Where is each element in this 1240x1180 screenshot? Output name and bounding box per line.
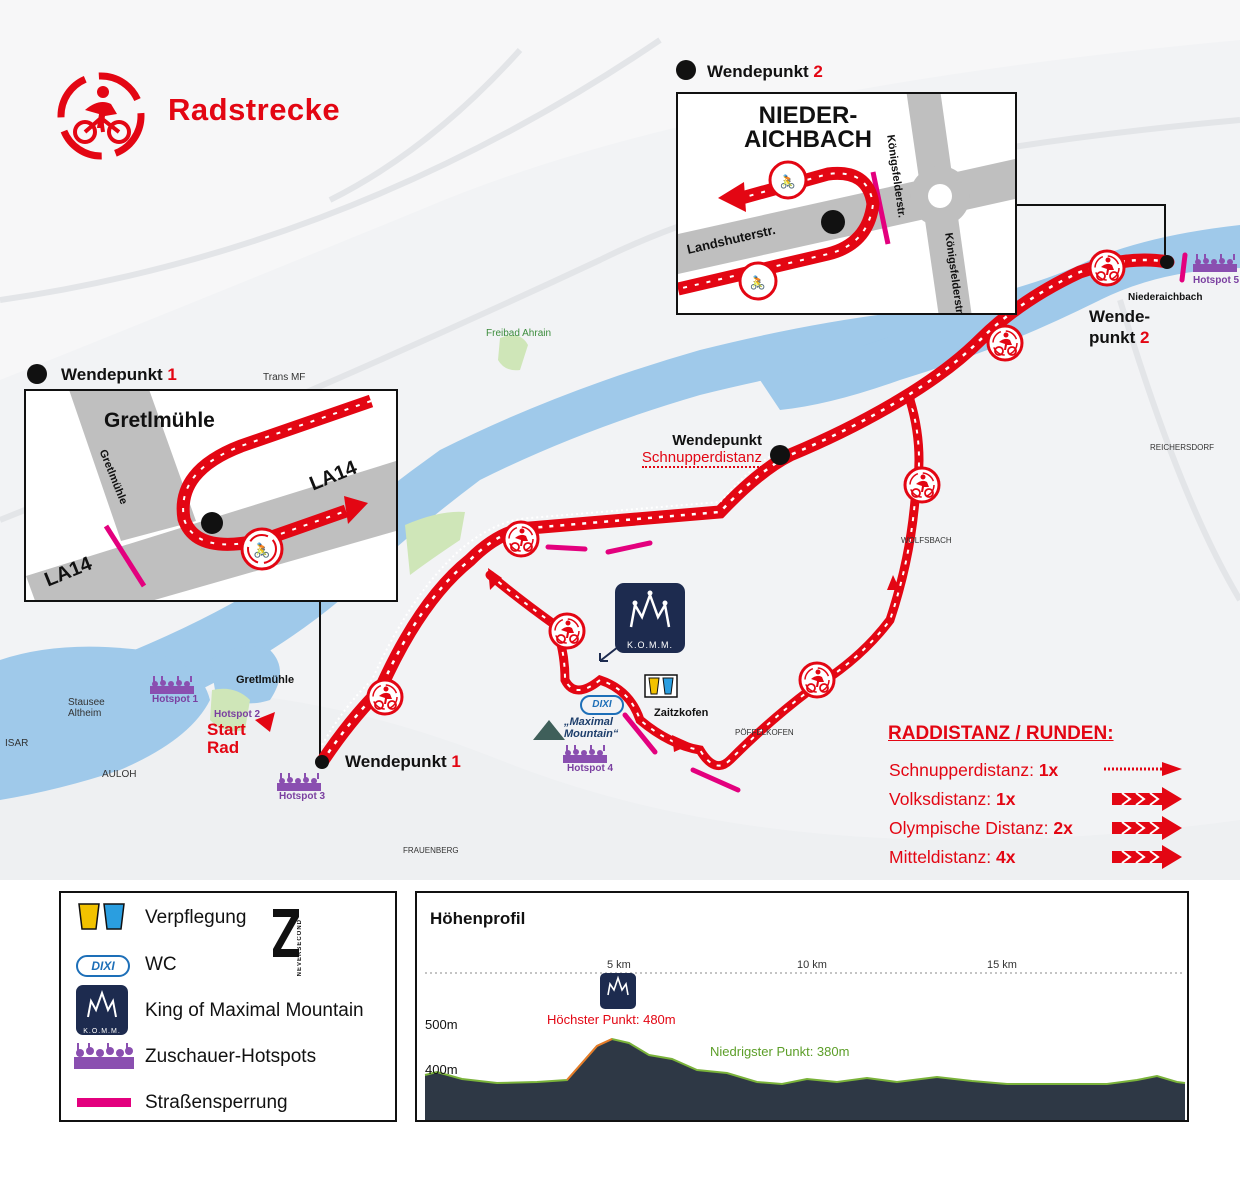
page-title: Radstrecke — [168, 92, 341, 127]
route-outer — [315, 253, 1175, 769]
svg-text:🚴: 🚴 — [750, 275, 766, 291]
schnupper-turnpoint-label: Wendepunkt Schnupperdistanz — [641, 432, 762, 468]
route-arrow-icon — [1102, 816, 1184, 847]
spectators-icon — [563, 745, 607, 768]
spectators-icon — [1193, 254, 1237, 277]
cyclist-logo-icon — [57, 72, 145, 160]
y-tick-label: 400m — [425, 1062, 458, 1077]
hotspot-label: Hotspot 3 — [279, 791, 326, 802]
distance-row: Schnupperdistanz: 1x — [889, 760, 1058, 781]
profile-title: Höhenprofil — [430, 909, 526, 928]
elevation-chart — [424, 972, 1186, 1120]
inset-2-map: 🚴 🚴 — [678, 94, 1015, 313]
hotspot-label: Hotspot 2 — [214, 709, 261, 720]
cyclist-badge-icon — [986, 324, 1024, 367]
spectators-icon — [150, 676, 194, 699]
road-closure-icon — [77, 1098, 131, 1107]
dotted-route-arrow-icon — [1102, 758, 1184, 785]
wendepunkt-1-header: Wendepunkt 1 — [61, 365, 177, 384]
wendepunkt-1-map-label: Wendepunkt 1 — [345, 752, 461, 771]
zaitzkofen-label: Zaitzkofen — [654, 707, 709, 719]
dixi-toilet-icon: DIXI — [580, 695, 624, 715]
route-arrow-icon — [1102, 845, 1184, 876]
turnpoint-dot — [27, 364, 47, 384]
route-arrow-icon — [1102, 787, 1184, 818]
wendepunkt-2-map-label: Wende- punkt 2 — [1089, 307, 1151, 347]
auloh-label: AULOH — [102, 769, 137, 780]
legend-label: Zuschauer-Hotspots — [145, 1046, 317, 1067]
legend-label: WC — [145, 954, 177, 975]
dixi-toilet-icon: DIXI — [76, 955, 130, 977]
cyclist-badge-icon — [502, 520, 540, 563]
distance-heading: RADDISTANZ / RUNDEN: — [888, 723, 1114, 744]
x-tick-label: 5 km — [607, 959, 631, 971]
spectators-icon — [277, 773, 321, 796]
drink-cups-icon — [78, 903, 125, 930]
sponsor-text: NEVERSECOND — [297, 919, 303, 977]
legend-label: Straßensperrung — [145, 1092, 288, 1113]
cyclist-badge-icon — [366, 678, 404, 721]
komm-badge: K.O.M.M. — [615, 583, 685, 653]
drink-cups-icon — [644, 674, 678, 698]
distance-laps: 1x — [996, 789, 1016, 809]
hotspot-label: Hotspot 1 — [152, 694, 199, 705]
trans-label: Trans MF — [263, 372, 306, 383]
mountain-icon — [533, 720, 565, 740]
distance-laps: 1x — [1038, 760, 1059, 780]
gretlmuehle-label: Gretlmühle — [236, 674, 295, 686]
inset-wendepunkt-2: 🚴 🚴 NIEDER-AICHBACH Landshuterstr. König… — [676, 92, 1017, 315]
inset-2-title: NIEDER-AICHBACH — [744, 102, 872, 153]
highest-point-label: Höchster Punkt: 480m — [547, 1012, 676, 1027]
y-tick-label: 500m — [425, 1017, 458, 1032]
svg-text:🚴: 🚴 — [780, 174, 796, 190]
komm-crown-icon — [600, 973, 636, 1009]
distance-name: Mitteldistanz: — [889, 847, 996, 867]
route-schnupper-dotted — [321, 447, 786, 746]
distance-name: Olympische Distanz: — [889, 818, 1054, 838]
reichersdorf-label: REICHERSDORF — [1150, 443, 1215, 452]
distance-name: Volksdistanz: — [889, 789, 996, 809]
hotspot-label: Hotspot 5 — [1193, 275, 1240, 286]
lowest-point-label: Niedrigster Punkt: 380m — [710, 1044, 850, 1059]
cyclist-badge-icon — [548, 612, 586, 655]
distance-laps: 4x — [995, 847, 1016, 867]
x-tick-label: 10 km — [797, 959, 827, 971]
cyclist-badge-icon — [1088, 249, 1126, 292]
neversecond-logo — [267, 905, 305, 960]
hotspot-label: Hotspot 4 — [567, 763, 614, 774]
distance-row: Olympische Distanz: 2x — [889, 818, 1073, 839]
freibad-label: Freibad Ahrain — [486, 328, 552, 339]
cyclist-badge-icon — [798, 661, 836, 704]
cyclist-badge-icon — [903, 466, 941, 509]
frauenberg-label: FRAUENBERG — [403, 846, 459, 855]
komm-crown-icon — [629, 590, 671, 628]
wendepunkt-2-header: Wendepunkt 2 — [707, 62, 823, 81]
inset-1-map: 🚴 — [26, 391, 396, 600]
pointer-arrow-icon — [599, 646, 619, 662]
inset-1-title: Gretlmühle — [104, 409, 215, 432]
svg-text:🚴: 🚴 — [253, 542, 270, 559]
distance-name: Schnupperdistanz: — [889, 760, 1039, 780]
spectators-icon — [74, 1043, 134, 1069]
legend-label: Verpflegung — [145, 907, 247, 928]
isar-label: ISAR — [5, 738, 29, 749]
inset-wendepunkt-1: 🚴 Gretlmühle LA14 LA14 Gretlmühle — [24, 389, 398, 602]
distance-row: Volksdistanz: 1x — [889, 789, 1015, 810]
poeffelkofen-label: PÖFFELKOFEN — [735, 728, 794, 737]
legend-label: King of Maximal Mountain — [145, 1000, 364, 1021]
distance-row: Mitteldistanz: 4x — [889, 847, 1015, 868]
elevation-profile-panel: Höhenprofil 5 km 10 km 15 km 500m 400m Höc… — [415, 891, 1189, 1122]
distance-laps: 2x — [1053, 818, 1073, 838]
turnpoint-dot — [676, 60, 696, 80]
x-tick-label: 15 km — [987, 959, 1017, 971]
komm-crown-icon: K.O.M.M. — [76, 985, 128, 1035]
wolfsbach-label: WOLFSBACH — [901, 536, 952, 545]
niederaichbach-label: Niederaichbach — [1128, 292, 1203, 303]
